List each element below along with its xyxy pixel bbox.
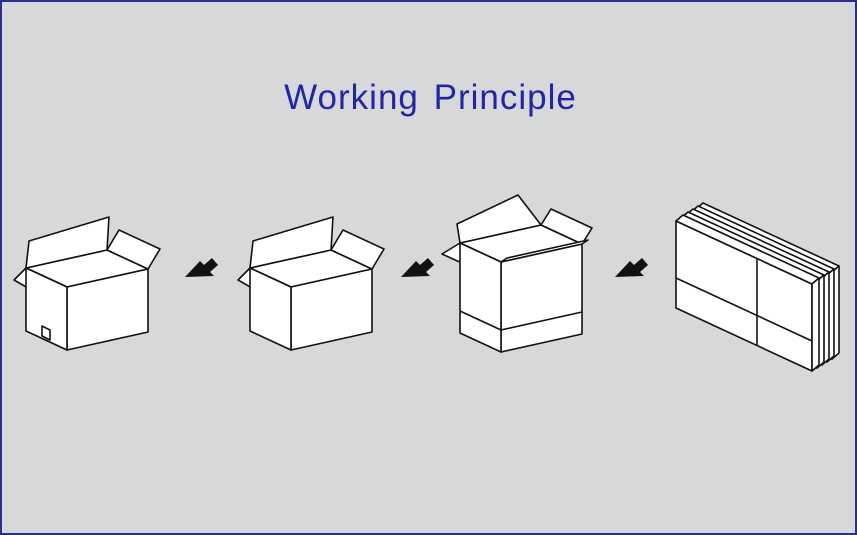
diagram-title: Working Principle bbox=[284, 78, 577, 117]
process-arrow-icon bbox=[615, 258, 648, 277]
box-label-patch bbox=[41, 325, 51, 341]
process-arrow-icon bbox=[401, 258, 434, 277]
finished-box-icon bbox=[13, 216, 161, 351]
flat-carton-stack-icon bbox=[675, 202, 840, 372]
flat-blank-front bbox=[675, 214, 820, 372]
open-box-icon bbox=[237, 216, 385, 351]
process-arrow-icon bbox=[185, 258, 218, 277]
erected-box-taped-icon bbox=[441, 194, 593, 353]
